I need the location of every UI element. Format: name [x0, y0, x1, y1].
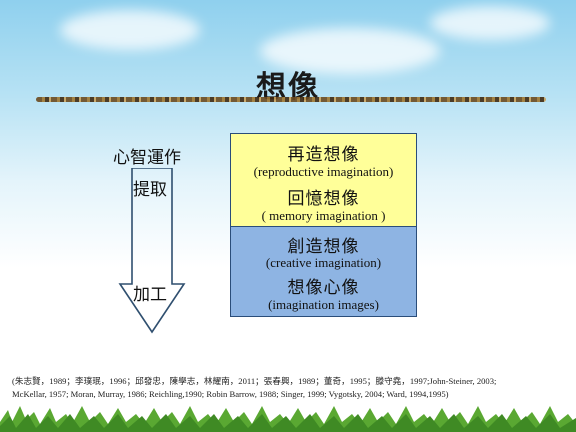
cloud [60, 10, 200, 50]
process-label: 加工 [133, 285, 167, 305]
imagination-images-zh: 想像心像 [287, 278, 360, 298]
reproductive-imagination-box: 再造想像 (reproductive imagination) 回憶想像 ( m… [230, 133, 417, 228]
retrieve-label: 提取 [133, 180, 167, 200]
creative-imagination-zh: 創造想像 [287, 237, 360, 257]
citation: (朱志賢，1989；李璞珉，1996；邱發忠，陳學志，林耀南，2011；張春興，… [12, 375, 568, 401]
cloud [430, 6, 550, 40]
creative-imagination-box: 創造想像 (creative imagination) 想像心像 (imagin… [230, 226, 417, 317]
imagination-images-en: (imagination images) [268, 297, 379, 312]
down-arrow-icon [118, 168, 186, 334]
title-divider [36, 97, 546, 102]
memory-imagination-en: ( memory imagination ) [261, 208, 386, 223]
memory-imagination-zh: 回憶想像 [287, 189, 360, 209]
down-arrow-outline [118, 168, 186, 334]
citation-line-2: McKellar, 1957; Moran, Murray, 1986; Rei… [12, 389, 449, 399]
mental-operation-label: 心智運作 [113, 148, 181, 168]
creative-imagination-en: (creative imagination) [265, 255, 382, 270]
citation-line-1: (朱志賢，1989；李璞珉，1996；邱發忠，陳學志，林耀南，2011；張春興，… [12, 376, 497, 386]
cloud [260, 28, 440, 74]
reproductive-imagination-en: (reproductive imagination) [253, 164, 394, 179]
grass-decoration [0, 406, 576, 432]
reproductive-imagination-zh: 再造想像 [287, 145, 360, 165]
